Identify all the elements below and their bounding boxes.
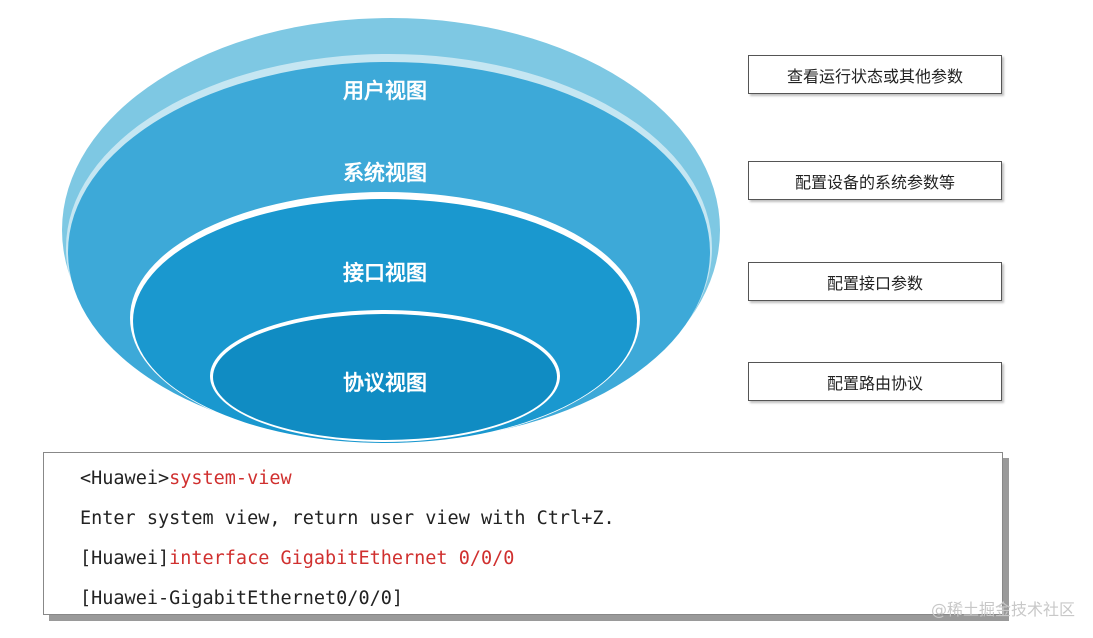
console-prompt: [Huawei] — [80, 548, 170, 569]
console-prompt: <Huawei> — [80, 468, 170, 489]
console-output: Enter system view, return user view with… — [80, 508, 615, 529]
system-view-label: 系统视图 — [343, 161, 427, 185]
interface-view-description: 配置接口参数 — [748, 262, 1002, 301]
console-command: interface GigabitEthernet 0/0/0 — [169, 548, 515, 569]
interface-view-label: 接口视图 — [343, 261, 427, 285]
user-view-description: 查看运行状态或其他参数 — [748, 55, 1002, 94]
user-view-layer — [62, 18, 720, 444]
watermark: @稀土掘金技术社区 — [930, 600, 1075, 619]
console-prompt: [Huawei-GigabitEthernet0/0/0] — [80, 588, 404, 609]
console-command: system-view — [169, 468, 292, 489]
user-view-label: 用户视图 — [343, 79, 427, 103]
console-panel: <Huawei>system-view Enter system view, r… — [43, 452, 1003, 615]
console-line: [Huawei]interface GigabitEthernet 0/0/0 — [80, 543, 1002, 583]
console-line: [Huawei-GigabitEthernet0/0/0] — [80, 583, 1002, 623]
console-line: <Huawei>system-view — [80, 463, 1002, 503]
view-hierarchy-diagram: 用户视图 系统视图 接口视图 协议视图 — [62, 18, 720, 444]
system-view-description: 配置设备的系统参数等 — [748, 161, 1002, 200]
protocol-view-layer — [213, 314, 557, 440]
protocol-view-description: 配置路由协议 — [748, 362, 1002, 401]
console-line: Enter system view, return user view with… — [80, 503, 1002, 543]
protocol-view-label: 协议视图 — [343, 371, 427, 395]
